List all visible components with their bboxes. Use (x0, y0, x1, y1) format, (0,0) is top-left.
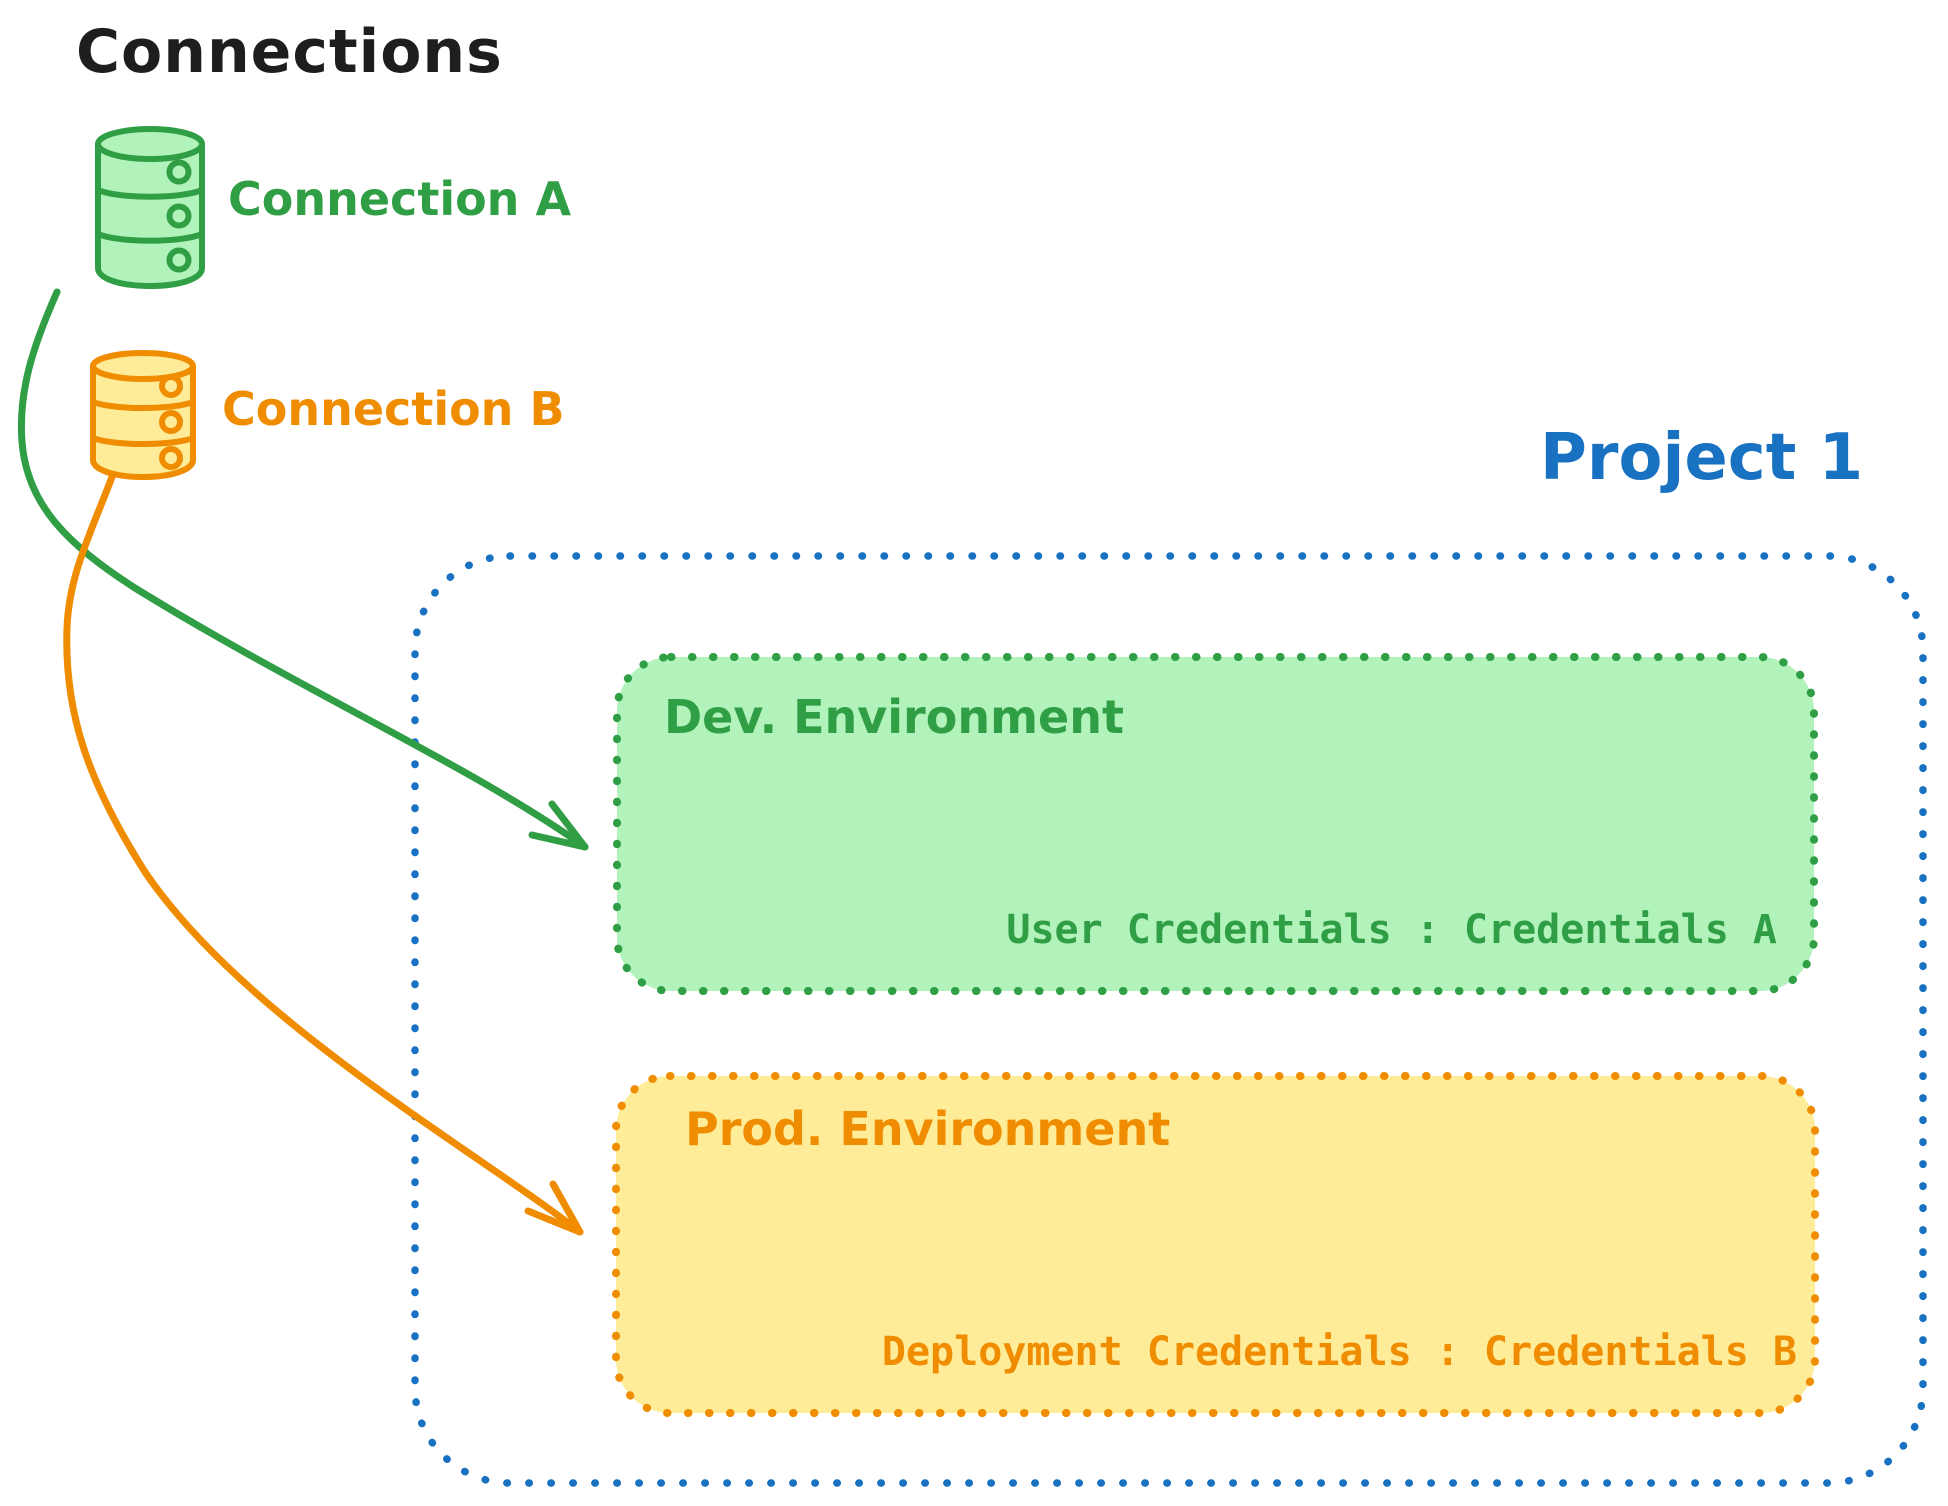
database-icon-connection-b (90, 350, 196, 480)
connection-a-label: Connection A (228, 172, 572, 226)
project-1-title: Project 1 (1540, 421, 1864, 495)
dev-environment-credentials: User Credentials : Credentials A (1006, 907, 1777, 953)
connections-title: Connections (76, 17, 503, 87)
prod-environment-title: Prod. Environment (685, 1102, 1171, 1156)
prod-environment-box (612, 1072, 1819, 1417)
project-1-box (411, 552, 1927, 1487)
prod-environment-credentials: Deployment Credentials : Credentials B (881, 1329, 1797, 1375)
arrow-connection-a-to-dev (17, 288, 589, 851)
connection-b-label: Connection B (222, 382, 565, 436)
database-icon-connection-a (95, 126, 205, 289)
arrowhead-green (528, 800, 589, 851)
arrow-connection-b-to-prod (63, 473, 584, 1236)
dev-environment-box (613, 653, 1818, 995)
arrowhead-orange (524, 1180, 584, 1236)
dev-environment-title: Dev. Environment (664, 690, 1124, 744)
